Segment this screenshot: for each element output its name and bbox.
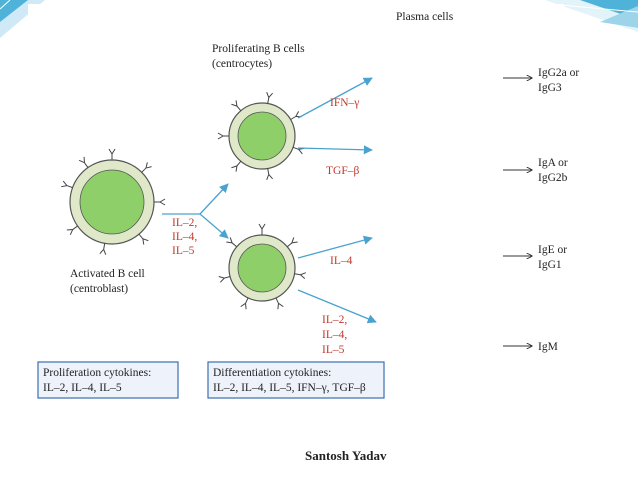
diff-cytokine-tgf: TGF–β — [326, 165, 359, 177]
output-3-line-2: IgG1 — [538, 259, 562, 271]
prolif-cytokine-2: IL–4, — [172, 231, 197, 243]
arrow-tgf-beta — [297, 145, 373, 155]
prolif-cytokine-1: IL–2, — [172, 217, 197, 229]
arrow-il4 — [297, 235, 373, 259]
proliferating-title-1: Proliferating B cells — [212, 43, 305, 55]
prolif-cytokine-3: IL–5 — [172, 245, 195, 257]
differentiation-box-list: IL–2, IL–4, IL–5, IFN–γ, TGF–β — [213, 382, 366, 394]
output-1-line-2: IgG3 — [538, 82, 562, 94]
arrow-il2-il4-il5 — [297, 289, 377, 324]
proliferation-box: Proliferation cytokines: IL–2, IL–4, IL–… — [37, 361, 179, 399]
diff-cytokine-ifn: IFN–γ — [330, 97, 359, 109]
differentiation-box: Differentiation cytokines: IL–2, IL–4, I… — [207, 361, 385, 399]
activated-b-cell — [60, 148, 166, 256]
corner-accent-right — [545, 0, 638, 32]
arrow-ifn-gamma — [297, 77, 373, 119]
proliferation-box-title: Proliferation cytokines: — [43, 367, 151, 379]
author-credit: Santosh Yadav — [305, 448, 387, 463]
diff-cytokine-multi-1: IL–2, — [322, 314, 347, 326]
diff-cytokine-multi-2: IL–4, — [322, 329, 347, 341]
differentiation-box-title: Differentiation cytokines: — [213, 367, 331, 379]
proliferation-box-list: IL–2, IL–4, IL–5 — [43, 382, 122, 394]
plasma-cells-title: Plasma cells — [396, 11, 454, 23]
output-1-line-1: IgG2a or — [538, 67, 579, 79]
proliferating-title-2: (centrocytes) — [212, 58, 272, 70]
output-2-line-2: IgG2b — [538, 172, 568, 184]
diff-cytokine-il4: IL–4 — [330, 255, 353, 267]
activated-b-cell-label-1: Activated B cell — [70, 268, 145, 280]
proliferating-cell-bottom — [218, 223, 307, 310]
output-4-line-1: IgM — [538, 341, 558, 353]
diff-cytokine-multi-3: IL–5 — [322, 344, 345, 356]
output-2-line-1: IgA or — [538, 157, 568, 169]
output-3-line-1: IgE or — [538, 244, 567, 256]
activated-b-cell-label-2: (centroblast) — [70, 283, 128, 295]
arrow-to-bottom-prolif — [199, 213, 229, 239]
proliferating-cell-top — [217, 91, 305, 181]
arrow-to-top-prolif — [199, 183, 229, 215]
